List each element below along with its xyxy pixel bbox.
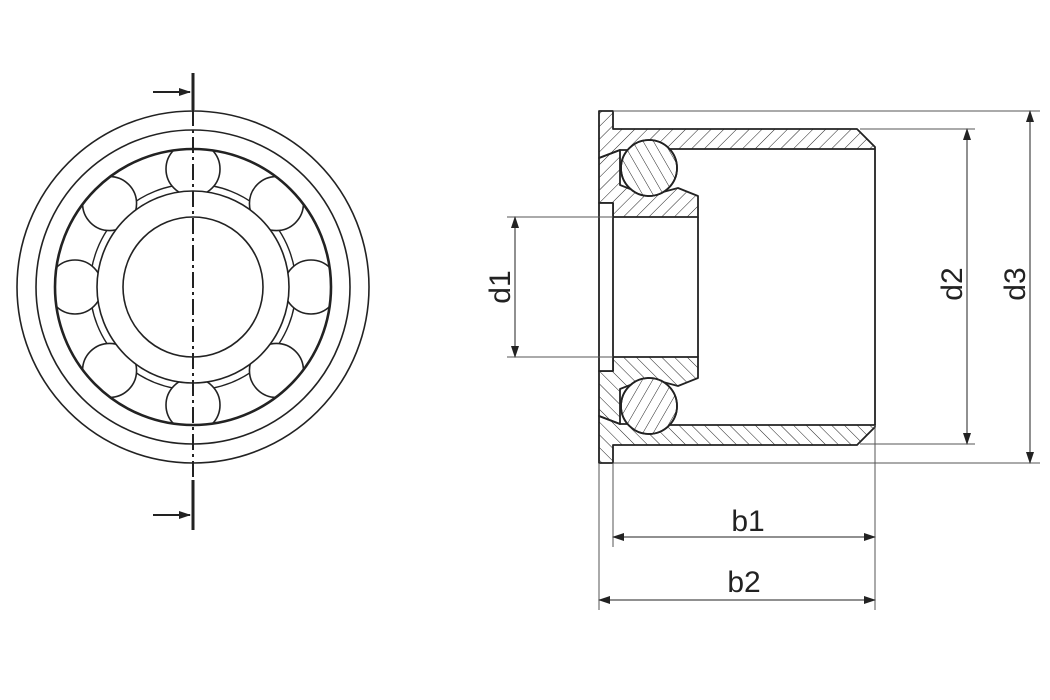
front-view bbox=[16, 73, 370, 530]
b2-label: b2 bbox=[727, 566, 760, 599]
section-bottom-half bbox=[598, 356, 876, 464]
dimensions bbox=[507, 110, 1040, 610]
d3-label: d3 bbox=[999, 267, 1032, 300]
section-top-half bbox=[598, 110, 876, 218]
ball-hatch bbox=[620, 377, 678, 435]
d1-label: d1 bbox=[484, 270, 517, 303]
b1-label: b1 bbox=[731, 505, 764, 538]
d2-label: d2 bbox=[936, 267, 969, 300]
section-view bbox=[598, 110, 876, 464]
flange-slot bbox=[598, 202, 614, 372]
ball-hatch bbox=[620, 139, 678, 197]
